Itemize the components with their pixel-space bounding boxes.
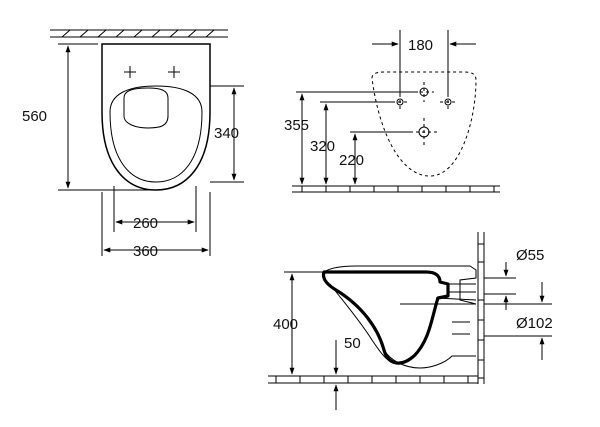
- bowl-outer-contour: [323, 265, 477, 369]
- top-view-wall-hatch: [50, 29, 228, 38]
- bowl-outline: [101, 43, 211, 191]
- rear-view: 180 355 320 220: [284, 30, 500, 193]
- seat-outline: [109, 85, 203, 183]
- dim-diameter-55: Ø55: [516, 247, 544, 264]
- top-view: 560 340 260 360: [22, 29, 244, 260]
- dim-height-355: 355: [284, 117, 309, 134]
- side-view: Ø55 Ø102 400 50: [268, 232, 553, 410]
- rear-bowl-dashed: [371, 71, 477, 177]
- mount-point-icon: [392, 82, 456, 146]
- side-view-floor-hatch: [275, 376, 469, 383]
- dim-width-360: 360: [133, 243, 158, 260]
- seat-inner-rim: [123, 87, 169, 129]
- dim-height-400: 400: [273, 316, 298, 333]
- side-view-wall-hatch: [478, 243, 484, 379]
- bowl-section: [321, 270, 450, 365]
- dim-seat-340: 340: [214, 125, 239, 142]
- rear-view-floor-hatch: [301, 186, 495, 192]
- dim-mount-180: 180: [408, 37, 433, 54]
- dim-height-560: 560: [22, 108, 47, 125]
- dim-height-220: 220: [339, 152, 364, 169]
- dim-offset-50: 50: [344, 335, 361, 352]
- fixing-cross-icon: [124, 66, 180, 78]
- dim-height-320: 320: [310, 138, 335, 155]
- dim-diameter-102: Ø102: [516, 315, 553, 332]
- dim-width-260: 260: [133, 215, 158, 232]
